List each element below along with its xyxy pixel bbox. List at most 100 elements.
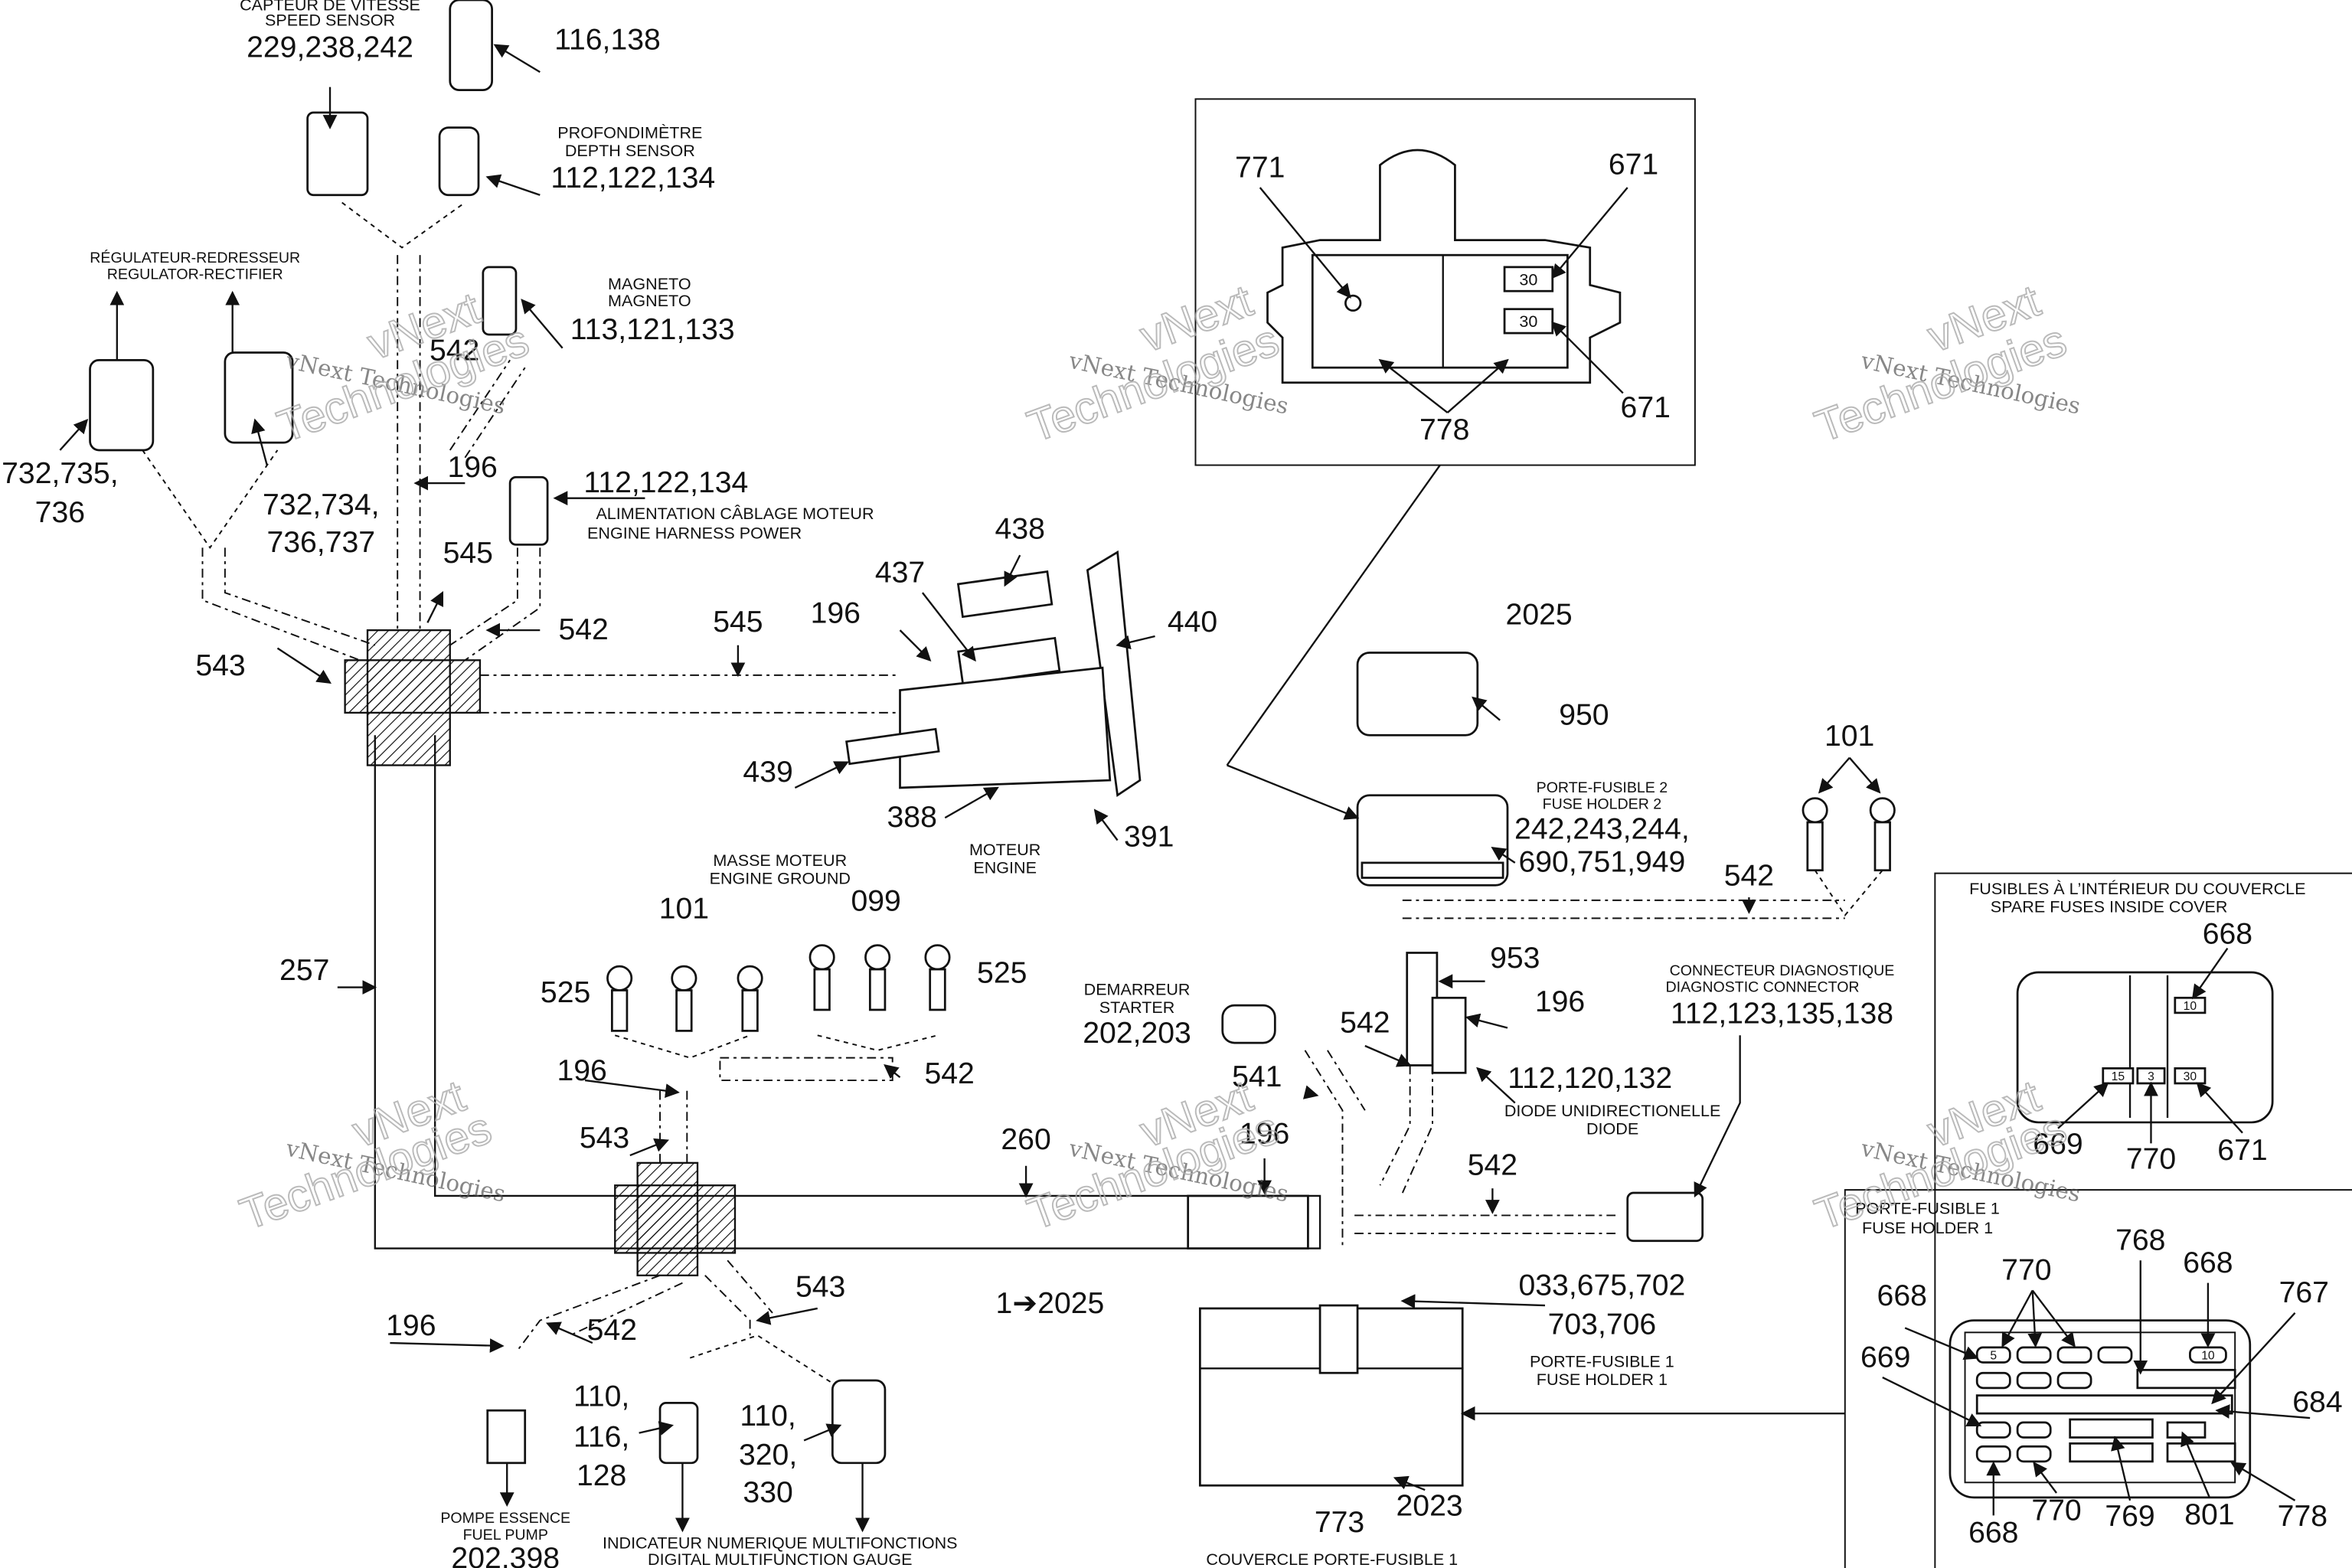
caption: DIODE UNIDIRECTIONELLE <box>1504 1101 1721 1120</box>
caption: DIODE <box>1586 1119 1638 1138</box>
callout: 542 <box>587 1314 637 1347</box>
callout: 671 <box>1621 391 1671 424</box>
callout: 112,122,134 <box>550 162 715 194</box>
caption: DIAGNOSTIC CONNECTOR <box>1666 978 1860 995</box>
caption: PORTE-FUSIBLE 1 <box>1530 1351 1674 1370</box>
callout: 668 <box>1968 1517 2018 1550</box>
svg-text:10: 10 <box>2201 1350 2215 1363</box>
fuse-rating: 10 <box>2184 1000 2197 1013</box>
caption: COUVERCLE PORTE-FUSIBLE 1 <box>1206 1550 1458 1568</box>
caption: DEMARREUR <box>1084 979 1191 998</box>
speed-sensor-connector <box>306 111 369 197</box>
caption: PROFONDIMÈTRE <box>557 122 702 142</box>
caption: MOTEUR <box>969 840 1040 859</box>
callout: 768 <box>2115 1224 2165 1257</box>
caption: MASSE MOTEUR <box>713 851 847 870</box>
callout: 541 <box>1232 1060 1282 1093</box>
callout: 769 <box>2105 1500 2154 1533</box>
fuse-rating: 30 <box>2184 1070 2197 1083</box>
caption: INDICATEUR NUMERIQUE MULTIFONCTIONS <box>603 1534 958 1553</box>
callout: 196 <box>811 596 861 629</box>
regulator-connector-1 <box>89 358 155 452</box>
main-harness <box>142 201 1883 1389</box>
callout: 669 <box>1860 1341 1910 1374</box>
callout: 542 <box>558 613 608 646</box>
callout: 767 <box>2279 1276 2329 1309</box>
callout: 669 <box>2033 1128 2082 1161</box>
callout: 437 <box>875 556 925 589</box>
callout: 770 <box>2126 1143 2176 1176</box>
callout: 099 <box>851 885 900 918</box>
callout: 438 <box>995 513 1045 546</box>
svg-text:5: 5 <box>1990 1350 1997 1363</box>
callout: 116, <box>573 1420 629 1453</box>
caption: CAPTEUR DE VITESSE <box>240 0 420 15</box>
callout: 543 <box>795 1270 845 1303</box>
fuse-rating: 30 <box>1519 270 1537 289</box>
callout: 543 <box>195 649 245 682</box>
callout: 196 <box>386 1309 436 1342</box>
callout: 525 <box>541 976 590 1009</box>
captions: CAPTEUR DE VITESSE SPEED SENSOR PROFONDI… <box>90 0 2305 1568</box>
diode-connector <box>1431 996 1467 1074</box>
callout: 196 <box>1240 1117 1289 1150</box>
caption: CONNECTEUR DIAGNOSTIQUE <box>1670 962 1895 979</box>
callout: 668 <box>1877 1279 1927 1312</box>
caption: SPARE FUSES INSIDE COVER <box>1991 897 2228 916</box>
callout: 778 <box>2278 1500 2328 1533</box>
callout: 543 <box>580 1122 629 1155</box>
callout: 542 <box>924 1057 974 1090</box>
callout: 801 <box>2184 1498 2234 1531</box>
callout: 542 <box>1468 1149 1517 1182</box>
caption: ENGINE <box>973 858 1037 877</box>
caption: REGULATOR-RECTIFIER <box>107 266 283 283</box>
callout: 953 <box>1490 942 1540 975</box>
callout: 330 <box>743 1476 792 1509</box>
callout: 320, <box>739 1439 797 1472</box>
callout: 202,203 <box>1083 1017 1191 1050</box>
callout: 1➔2025 <box>996 1287 1105 1320</box>
callout: 391 <box>1124 820 1174 853</box>
caption: PORTE-FUSIBLE 1 <box>1855 1198 2000 1217</box>
callout: 113,121,133 <box>570 313 735 346</box>
callout: 440 <box>1168 606 1217 639</box>
callout: 770 <box>2031 1494 2081 1527</box>
fuse-rating: 30 <box>1519 312 1537 331</box>
caption: ENGINE HARNESS POWER <box>587 524 802 543</box>
callout: 542 <box>430 334 479 367</box>
callout: 112,122,134 <box>583 466 748 499</box>
magneto-connector <box>482 266 518 336</box>
callout: 196 <box>1535 985 1585 1018</box>
callout: 260 <box>1001 1123 1050 1156</box>
callout: 771 <box>1235 151 1285 184</box>
caption: DEPTH SENSOR <box>565 141 695 160</box>
gauge-connector-2 <box>831 1379 887 1465</box>
ground-ring-terminals <box>606 944 951 1032</box>
callout: 671 <box>1609 148 1658 181</box>
callout: 668 <box>2183 1246 2233 1279</box>
callout: 736,737 <box>266 526 375 559</box>
callout: 684 <box>2292 1386 2342 1419</box>
callout: 202,398 <box>451 1542 560 1568</box>
caption: FUSE HOLDER 2 <box>1543 795 1662 812</box>
callout: 542 <box>1340 1006 1390 1039</box>
fuel-pump-connector <box>486 1409 527 1465</box>
fuse-holder-1-inset: 5 10 <box>1844 1189 2352 1568</box>
callout: 545 <box>713 606 763 639</box>
callout: 101 <box>659 892 709 925</box>
watermarks: vNext Technologies vNext Technologies vN… <box>234 275 2083 1240</box>
caption: FUEL PUMP <box>463 1527 548 1544</box>
caption: PORTE-FUSIBLE 2 <box>1537 779 1668 796</box>
engine-harness-power-connector <box>508 475 549 546</box>
callout: 773 <box>1315 1506 1364 1539</box>
fuse-holder-2-cover <box>1356 652 1479 737</box>
callout: 542 <box>1724 859 1774 892</box>
ecm-connector-438 <box>956 570 1054 619</box>
callout: 671 <box>2217 1134 2267 1167</box>
callout: 196 <box>447 451 497 484</box>
callout: 388 <box>887 801 937 834</box>
callout: 110, <box>740 1400 795 1432</box>
callout: 736 <box>35 496 85 529</box>
callout: 116,138 <box>554 24 661 57</box>
